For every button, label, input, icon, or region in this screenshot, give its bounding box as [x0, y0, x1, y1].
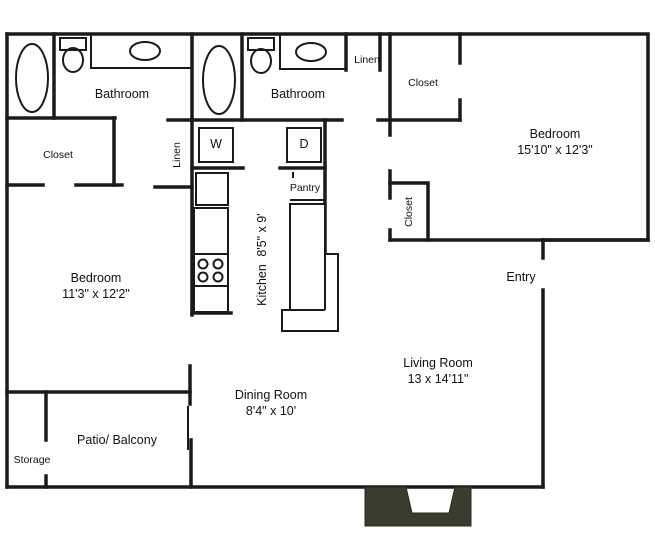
burner-icon: [212, 271, 224, 283]
dryer: [286, 127, 322, 163]
burner-icon: [197, 258, 209, 270]
burner-icon: [197, 271, 209, 283]
room-label-entry: Entry: [506, 270, 536, 284]
toilet-tank-icon: [59, 37, 87, 51]
room-label-kitchen: Kitchen: [255, 264, 269, 306]
bathtub-icon: [202, 45, 236, 115]
washer: [198, 127, 234, 163]
stove: [193, 253, 229, 287]
refrigerator: [195, 172, 229, 206]
sink-icon: [129, 41, 161, 61]
room-dims-dining-room: 8'4" x 10': [246, 404, 296, 418]
sink-icon: [295, 42, 327, 62]
room-label-living-room: Living Room: [403, 356, 472, 370]
room-label-bathroom-1: Bathroom: [95, 87, 149, 101]
room-label-bedroom-master: Bedroom: [530, 127, 581, 141]
room-label-closet-side-right: Closet: [403, 197, 415, 227]
room-label-linen-side: Linen: [171, 142, 183, 168]
toilet-icon: [250, 48, 272, 74]
washer-label: W: [210, 137, 222, 151]
room-label-bathroom-2: Bathroom: [271, 87, 325, 101]
closet-top-right: [388, 32, 462, 122]
room-dims-living-room: 13 x 14'11": [408, 372, 469, 386]
patio-storage: [5, 364, 193, 489]
kitchen-island: [281, 203, 339, 332]
closet-left: [5, 116, 194, 189]
room-label-closet-left: Closet: [43, 149, 73, 161]
room-label-linen-top: Linen: [354, 54, 380, 66]
burner-icon: [212, 258, 224, 270]
room-label-patio: Patio/ Balcony: [77, 433, 158, 447]
counter: [193, 207, 229, 255]
room-dims-kitchen: 8'5" x 9': [255, 213, 269, 256]
room-label-bedroom-second: Bedroom: [71, 271, 122, 285]
room-label-pantry: Pantry: [290, 182, 321, 194]
vanity: [90, 33, 193, 69]
kitchen: [190, 118, 339, 332]
kitchen-label: Kitchen 8'5" x 9': [255, 213, 269, 305]
vanity: [279, 33, 347, 70]
bathroom-1: [5, 32, 194, 317]
fireplace: [364, 486, 472, 527]
dryer-label: D: [299, 137, 308, 151]
bathroom-2: [190, 32, 392, 137]
room-label-storage: Storage: [14, 454, 51, 466]
counter: [193, 285, 229, 313]
toilet-icon: [62, 47, 84, 73]
room-label-dining-room: Dining Room: [235, 388, 307, 402]
bathtub-icon: [15, 43, 49, 113]
room-dims-bedroom-second: 11'3" x 12'2": [62, 287, 130, 301]
closet-side-right: [388, 169, 650, 242]
room-dims-bedroom-master: 15'10" x 12'3": [517, 143, 593, 157]
room-label-closet-top-right: Closet: [408, 77, 438, 89]
